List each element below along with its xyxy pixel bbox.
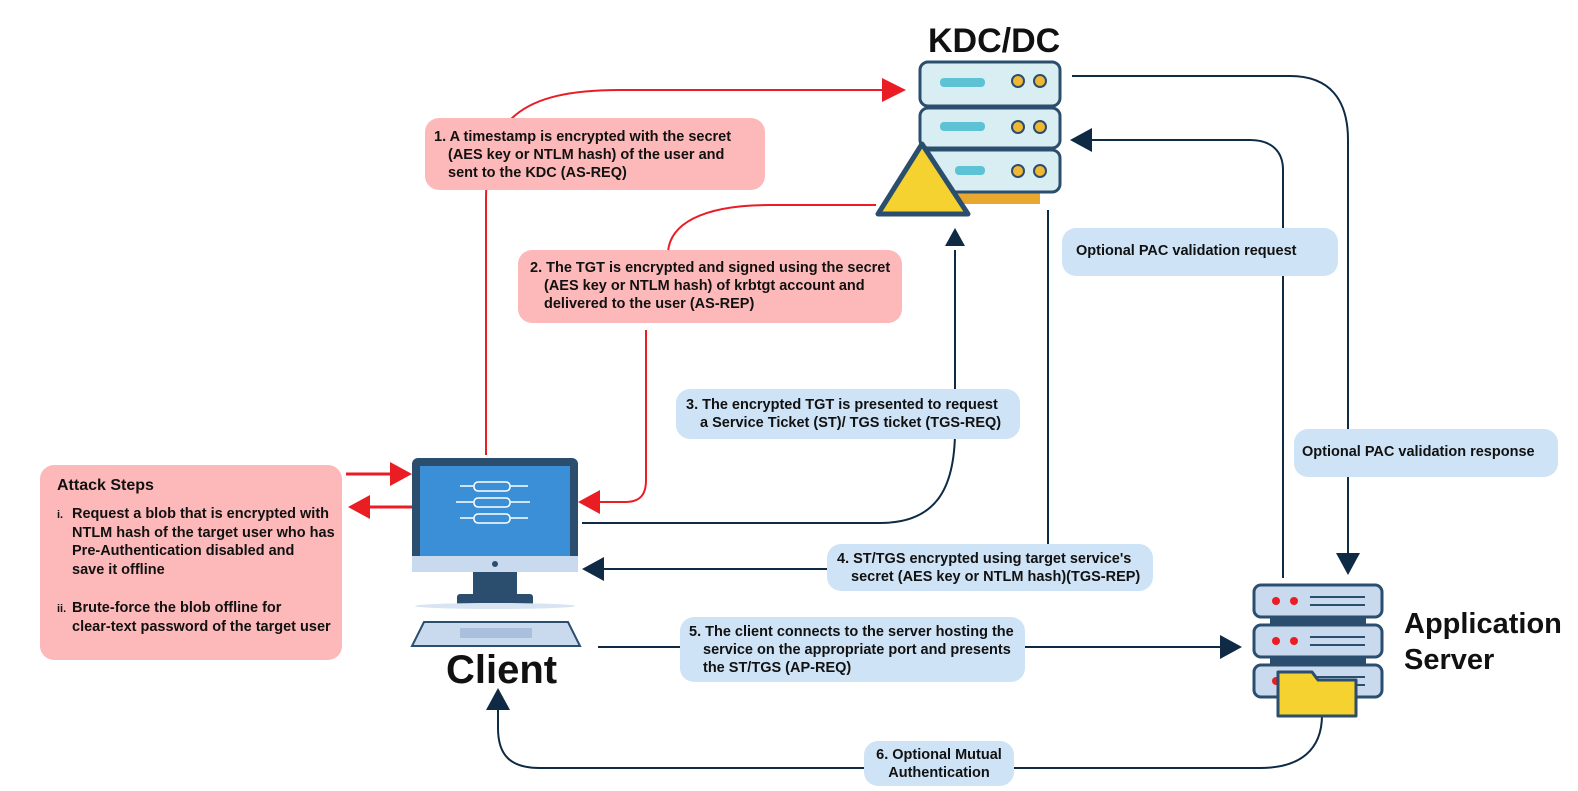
step5-line1: 5. The client connects to the server hos… [689,624,1014,640]
ap-req-arrowhead [1220,635,1242,659]
step4-line1: 4. ST/TGS encrypted using target service… [837,551,1132,567]
attack-step-1-line1: Request a blob that is encrypted with [72,506,330,522]
mutual-auth-arrow [497,708,1323,769]
pac-response-box: Optional PAC validation response [1294,429,1558,477]
pac-response-arrow [1072,75,1349,555]
pac-request-arrowhead [1070,128,1092,152]
app-server-icon [1252,583,1384,699]
attack-step-2-line2: clear-text password of the target user [72,618,331,635]
attack-step-1-line3: Pre-Authentication disabled and [72,543,295,559]
pac-request-label: Optional PAC validation request [1076,243,1297,259]
step1-line1: 1. A timestamp is encrypted with the sec… [434,129,732,145]
tgs-rep-arrowhead [582,557,604,581]
app-server-title-line2: Server [1404,644,1495,676]
as-rep-arrowhead [578,490,600,514]
attack-step-1-line4: save it offline [72,561,165,578]
step3-line1: 3. The encrypted TGT is presented to req… [686,397,998,413]
attack-step-1: i. Request a blob that is encrypted with… [57,505,342,579]
attack-step-1-line2: NTLM hash of the target user who has [72,524,335,541]
client-computer-icon [410,458,582,647]
pac-request-box: Optional PAC validation request [1062,228,1338,276]
attack-arrow-right-head [390,462,412,486]
attack-step-2-num: ii. [57,603,67,615]
step2-box: 2. The TGT is encrypted and signed using… [518,250,902,323]
tgs-rep-arrow [1030,210,1049,546]
attack-step-2: ii. Brute-force the blob offline for cle… [57,599,342,636]
warning-icon [875,141,971,217]
step5-line3: the ST/TGS (AP-REQ) [703,660,852,676]
step6-line1: 6. Optional Mutual [876,747,1002,763]
step6-box: 6. Optional Mutual Authentication [864,741,1014,786]
as-req-arrowhead [882,78,906,102]
tgs-req-arrow [582,250,956,524]
as-rep-arrow [667,204,876,253]
mutual-auth-arrowhead [486,688,510,710]
step1-line3: sent to the KDC (AS-REQ) [448,165,627,181]
step2-line2: (AES key or NTLM hash) of krbtgt account… [544,278,865,294]
attack-arrow-left-head [348,495,370,519]
connectors [346,75,1360,769]
pac-response-label: Optional PAC validation response [1302,444,1535,460]
step3-box: 3. The encrypted TGT is presented to req… [676,389,1020,439]
client-title: Client [446,648,558,692]
app-server-title-line1: Application [1404,608,1562,640]
step3-line2: a Service Ticket (ST)/ TGS ticket (TGS-R… [700,415,1002,431]
attack-step-2-line1: Brute-force the blob offline for [72,600,282,616]
pac-request-arrow [1088,139,1284,578]
as-rep-arrow-lower [598,330,647,503]
step4-box: 4. ST/TGS encrypted using target service… [827,544,1153,591]
step5-line2: service on the appropriate port and pres… [703,642,1011,658]
tgs-req-arrowhead [945,228,965,246]
attack-steps-title: Attack Steps [57,477,154,494]
step6-line2: Authentication [888,765,990,781]
step2-line1: 2. The TGT is encrypted and signed using… [530,260,891,276]
step1-line2: (AES key or NTLM hash) of the user and [448,147,725,163]
folder-icon [1276,670,1358,718]
attack-steps-box: Attack Steps i. Request a blob that is e… [40,465,342,660]
kdc-title: KDC/DC [928,22,1061,60]
step5-box: 5. The client connects to the server hos… [680,617,1025,682]
app-server-title: Application Server [1404,606,1562,678]
step2-line3: delivered to the user (AS-REP) [544,296,755,312]
step4-line2: secret (AES key or NTLM hash)(TGS-REP) [851,569,1141,585]
pac-response-arrowhead [1336,553,1360,575]
attack-step-1-num: i. [57,509,64,521]
step1-box: 1. A timestamp is encrypted with the sec… [425,118,765,190]
